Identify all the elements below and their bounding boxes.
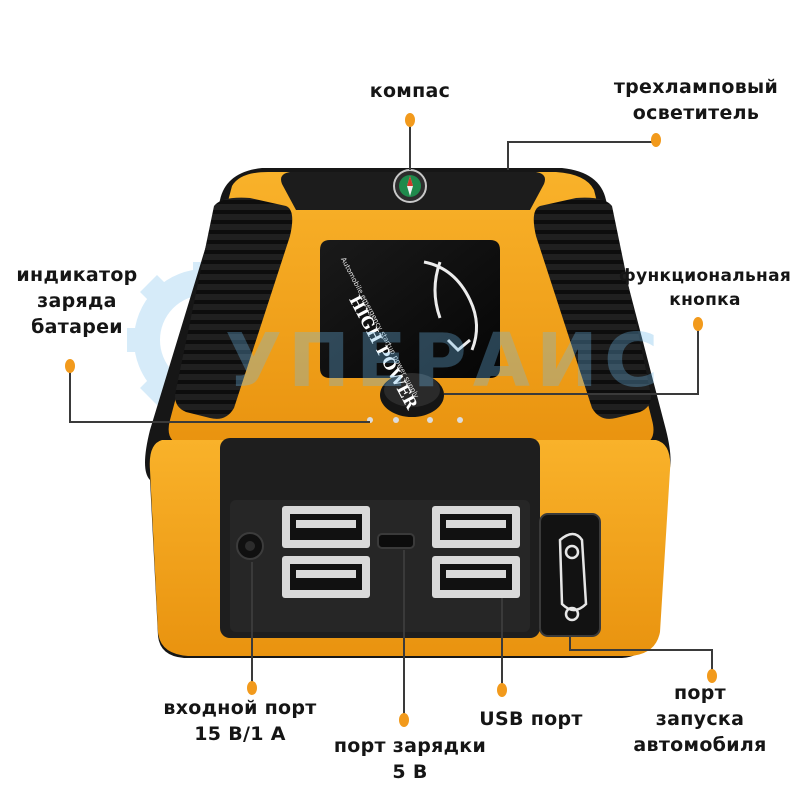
leader-lines bbox=[69, 120, 713, 720]
label-input-port: входной порт 15 В/1 А bbox=[163, 697, 317, 745]
label-charging-port: порт зарядки 5 В bbox=[333, 735, 487, 783]
watermark-text: УПЕРАИС bbox=[225, 318, 665, 404]
label-compass: компас bbox=[369, 80, 451, 102]
label-battery-indicator: индикатор заряда батареи bbox=[16, 264, 138, 338]
function-button bbox=[380, 373, 444, 417]
micro-usb-port bbox=[377, 533, 415, 549]
car-start-port bbox=[539, 513, 601, 637]
dc-input-jack bbox=[236, 532, 264, 560]
usb-ports-left bbox=[282, 506, 370, 598]
callout-dots bbox=[65, 113, 717, 727]
label-function-button: функциональная кнопка bbox=[618, 266, 792, 310]
label-flashlight: трехламповый осветитель bbox=[613, 76, 779, 124]
label-car-start-port: порт запуска автомобиля bbox=[633, 682, 767, 756]
usb-ports-right bbox=[432, 506, 520, 598]
car-icon bbox=[558, 532, 588, 622]
logo-car-outline bbox=[423, 260, 478, 353]
compass-icon bbox=[393, 169, 427, 203]
label-usb-port: USB порт bbox=[479, 708, 583, 730]
